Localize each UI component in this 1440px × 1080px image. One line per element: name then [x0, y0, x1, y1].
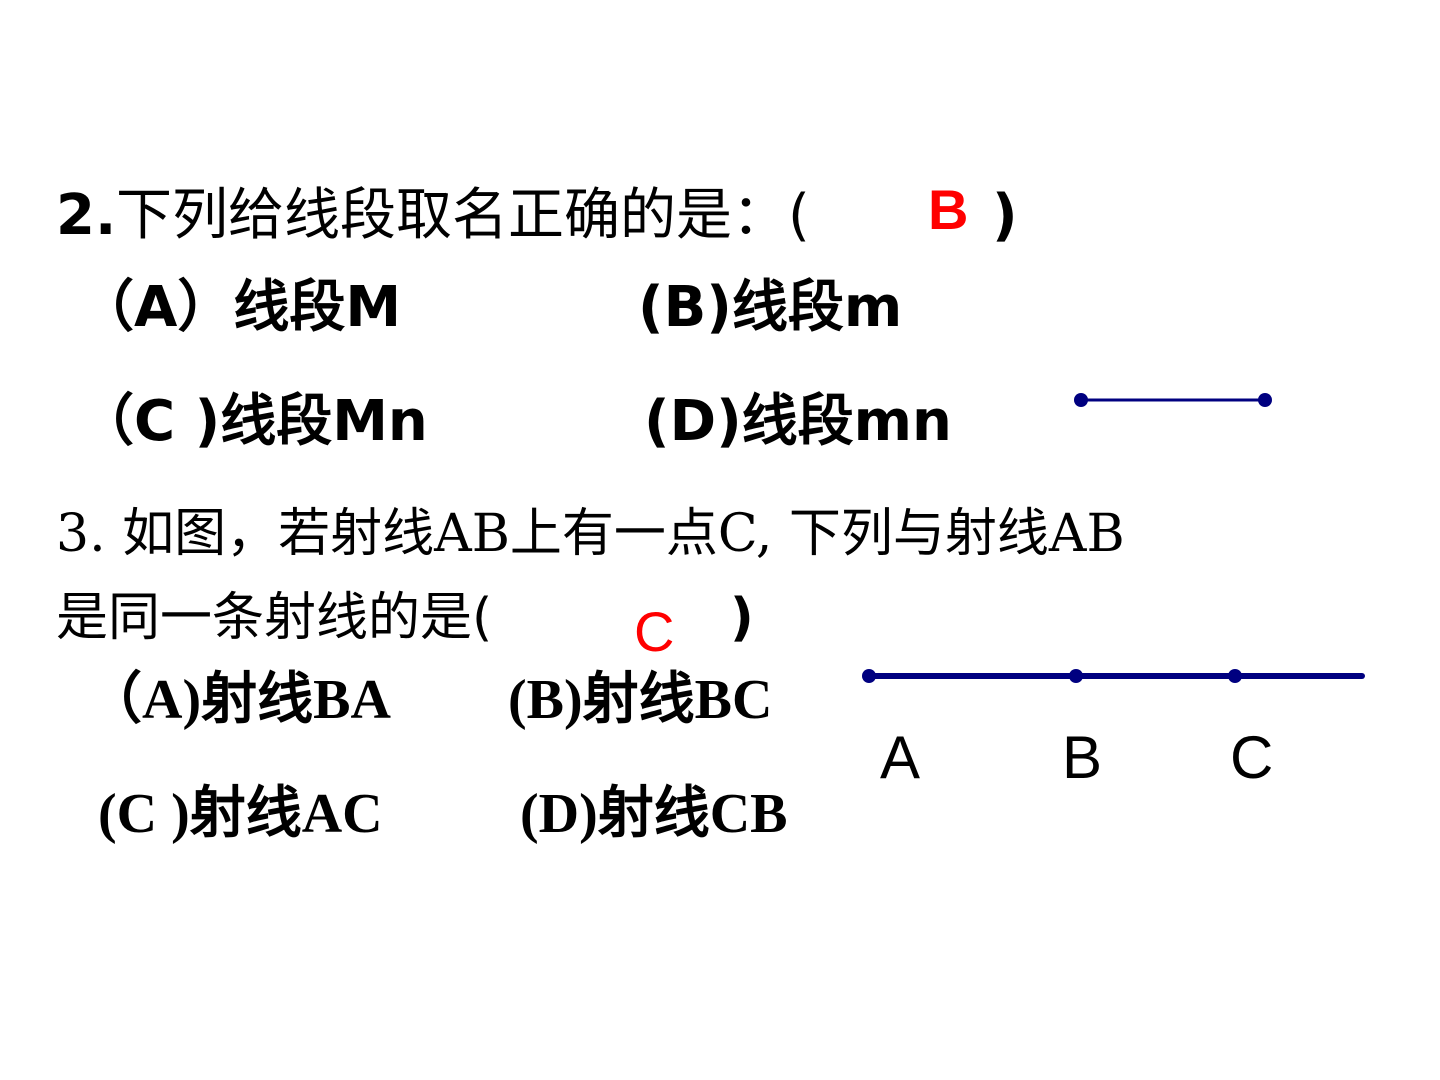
segment-endpoint-right — [1258, 393, 1272, 407]
ray-figure — [862, 669, 1365, 683]
q2-option-a: （A）线段M — [78, 275, 402, 340]
q2-stem: 下列给线段取名正确的是：( — [116, 183, 810, 248]
q3-option-a: （A)射线BA — [86, 669, 391, 731]
q3-stem-line2: 是同一条射线的是( — [56, 588, 493, 648]
ray-point-a — [862, 669, 876, 683]
point-label-b: B — [1062, 724, 1103, 791]
q3-answer: C — [634, 600, 675, 663]
ray-point-c — [1228, 669, 1242, 683]
q3-option-c: (C )射线AC — [98, 783, 383, 845]
q2-option-c: （C )线段Mn — [78, 389, 428, 454]
segment-endpoint-left — [1074, 393, 1088, 407]
point-label-a: A — [880, 724, 921, 791]
q2-answer: B — [928, 178, 969, 241]
q2-close-paren: ) — [992, 183, 1018, 248]
q2-option-d: (D)线段mn — [644, 389, 952, 454]
q2-number: 2. — [56, 183, 117, 248]
ray-point-b — [1069, 669, 1083, 683]
point-label-c: C — [1230, 724, 1274, 791]
q3-option-d: (D)射线CB — [520, 783, 788, 845]
segment-figure — [1074, 393, 1272, 407]
q3-close-paren: ) — [730, 588, 754, 648]
q2-option-b: (B)线段m — [638, 275, 903, 340]
q3-option-b: (B)射线BC — [508, 669, 773, 731]
q3-stem-line1: 3. 如图，若射线AB上有一点C, 下列与射线AB — [56, 504, 1125, 564]
